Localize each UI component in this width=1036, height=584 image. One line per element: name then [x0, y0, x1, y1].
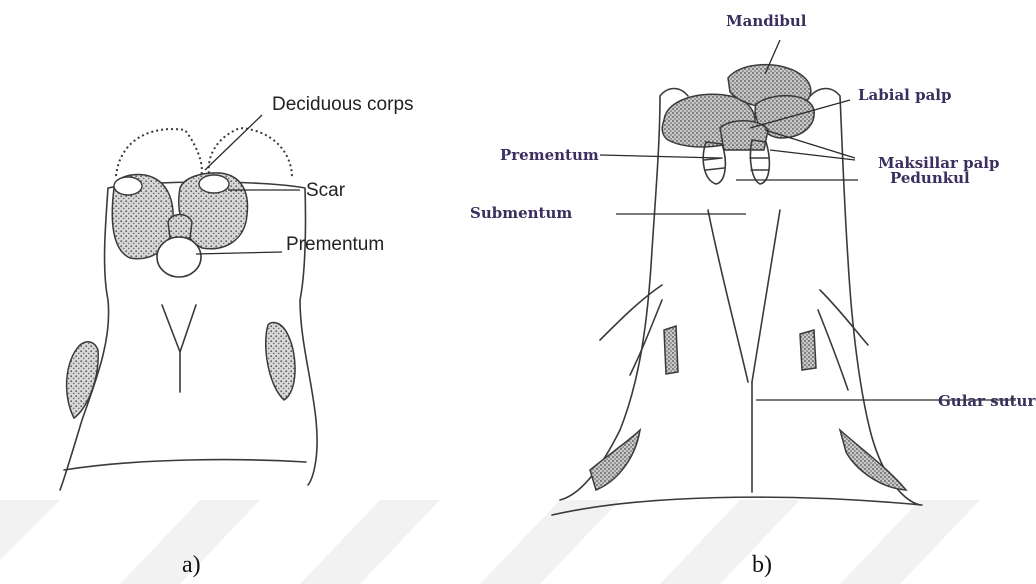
- label-prementum-a: Prementum: [286, 234, 384, 255]
- panel-b-hatch-right: [800, 330, 816, 370]
- panel-a-side-patch-left: [67, 342, 99, 418]
- panel-a-scar-right: [199, 175, 229, 193]
- caption-b: b): [752, 552, 772, 578]
- panel-a-drawing: [60, 128, 317, 490]
- panel-b-submentum-lines: [708, 210, 780, 382]
- panel-a-side-patch-right: [266, 322, 295, 400]
- panel-b-whiskers-left: [600, 285, 662, 375]
- panel-b-hatch-left: [664, 326, 678, 374]
- label-gular-sutur: Gular sutur: [938, 392, 1036, 410]
- panel-b-palp-left: [703, 142, 725, 184]
- panel-a-deciduous-corps: [116, 128, 292, 178]
- panel-a-base-line: [64, 460, 306, 470]
- label-submentum: Submentum: [470, 204, 572, 222]
- label-prementum-b: Prementum: [500, 146, 599, 164]
- caption-a: a): [182, 552, 201, 578]
- label-scar: Scar: [306, 180, 346, 201]
- panel-a-scar-left: [114, 177, 142, 195]
- panel-a-y-suture: [162, 305, 196, 392]
- panel-a-prementum-shape: [157, 237, 201, 277]
- label-deciduous-corps: Deciduous corps: [272, 94, 414, 115]
- panel-a-palps: [168, 215, 192, 239]
- watermark: [0, 500, 980, 584]
- label-pedunkul: Pedunkul: [890, 169, 970, 187]
- label-mandibul: Mandibul: [726, 12, 807, 30]
- label-labial-palp: Labial palp: [858, 86, 952, 104]
- panel-b-head-outline: [560, 89, 920, 506]
- panel-b-drawing: [552, 65, 922, 515]
- panel-b-whiskers-right: [818, 290, 868, 390]
